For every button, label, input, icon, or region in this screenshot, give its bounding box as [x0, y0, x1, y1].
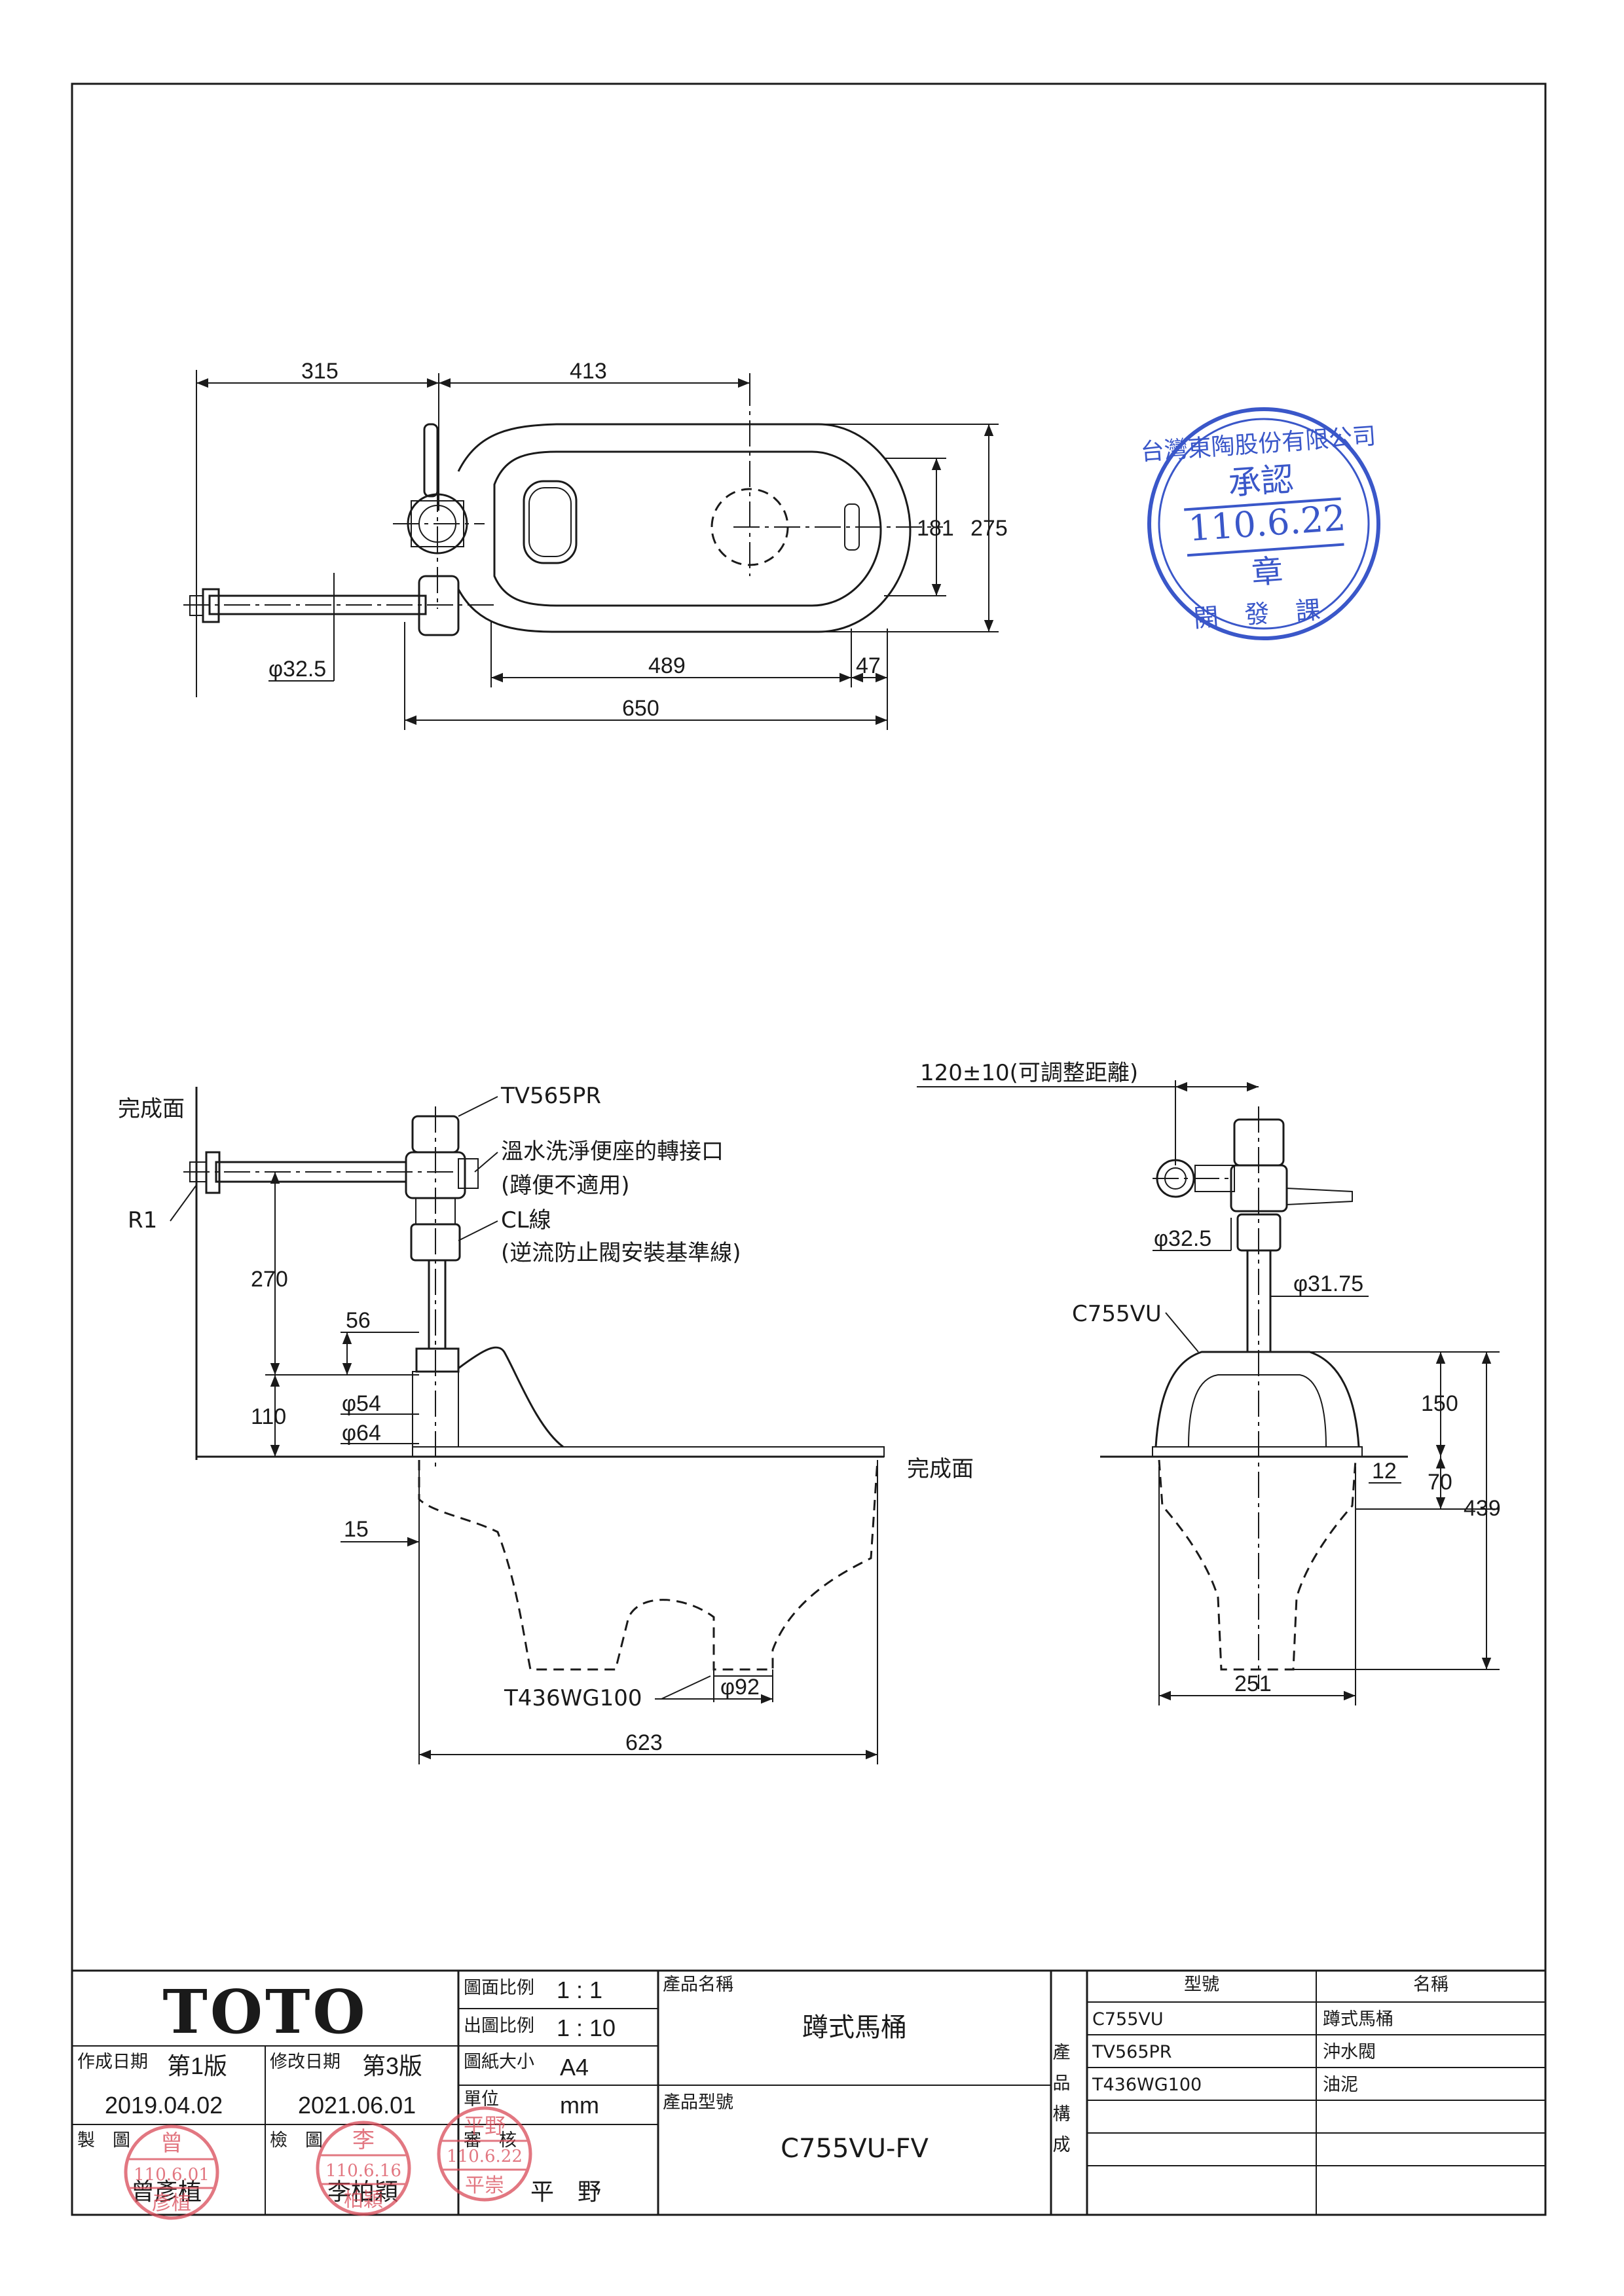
dim-47: 47: [856, 653, 881, 678]
paper-label: 圖紙大小: [464, 2052, 534, 2072]
svg-text:曾: 曾: [160, 2130, 183, 2157]
note-backflow: (逆流防止閥安裝基準線): [501, 1240, 741, 1266]
dim-181: 181: [917, 516, 954, 541]
paper-value: A4: [560, 2054, 589, 2081]
revised-edition: 第3版: [362, 2052, 422, 2079]
stamp-approve: 承認: [1227, 460, 1295, 503]
finish-surface-label: 完成面: [118, 1096, 185, 1122]
toto-logo: TOTO: [162, 1977, 367, 2047]
svg-text:平野: 平野: [464, 2113, 506, 2138]
dim-54: φ54: [342, 1391, 381, 1416]
drawing-frame: [71, 82, 1547, 2216]
unit-value: mm: [560, 2092, 599, 2119]
part-name-3: 油泥: [1323, 2075, 1358, 2095]
drawn-by: 曾彥植: [131, 2178, 202, 2205]
part-model-3: T436WG100: [1092, 2075, 1202, 2095]
col-name-header: 名稱: [1413, 1975, 1449, 1995]
part-name-1: 蹲式馬桶: [1323, 2009, 1393, 2030]
dim-489: 489: [648, 653, 686, 678]
checked-by: 李柏穎: [327, 2178, 398, 2205]
stamp-date: 110.6.22: [1187, 497, 1347, 549]
approved-by: 平 野: [530, 2178, 601, 2205]
svg-text:平崇: 平崇: [465, 2174, 504, 2197]
valve-model-label: TV565PR: [500, 1083, 601, 1109]
created-date: 2019.04.02: [105, 2092, 223, 2119]
stamp-dept: 開發課: [1192, 594, 1348, 633]
created-edition: 第1版: [167, 2052, 227, 2079]
dim-3175: φ31.75: [1293, 1271, 1363, 1296]
dim-110: 110: [251, 1404, 286, 1429]
front-view: 120±10(可調整距離) φ32.5 φ31.75 C755VU 150 70…: [917, 1060, 1501, 1705]
dim-pipe-dia: φ32.5: [268, 657, 326, 682]
svg-text:彥植: 彥植: [152, 2192, 191, 2215]
dim-12: 12: [1372, 1459, 1397, 1484]
approval-stamp: 台灣東陶股份有限公司 承認 110.6.22 章 開發課: [1140, 407, 1380, 640]
dim-15: 15: [344, 1517, 369, 1542]
unit-label: 單位: [464, 2089, 499, 2109]
bowl-model-label: C755VU: [1072, 1301, 1162, 1327]
revised-date: 2021.06.01: [298, 2092, 416, 2119]
col-model-header: 型號: [1184, 1975, 1219, 1995]
stamp-company: 台灣東陶股份有限公司: [1140, 423, 1377, 466]
stamp-approved: 平野 110.6.22 平崇: [437, 2106, 532, 2202]
checked-label: 檢 圖: [270, 2130, 323, 2151]
print-scale-label: 出圖比例: [464, 2016, 534, 2036]
plan-view: 315 413 181 275 φ32.5 489 47 650: [183, 359, 1008, 730]
dim-270: 270: [251, 1267, 288, 1292]
composition-label: 產品構成: [1050, 2043, 1071, 2166]
dim-56: 56: [346, 1308, 371, 1333]
part-name-2: 沖水閥: [1323, 2042, 1376, 2062]
dim-64: φ64: [342, 1421, 381, 1446]
note-cl-line: CL線: [501, 1207, 551, 1233]
dim-315: 315: [301, 359, 339, 384]
dim-275: 275: [970, 516, 1008, 541]
print-scale-value: 1 : 10: [557, 2014, 616, 2041]
dim-623: 623: [625, 1730, 663, 1755]
front-pipe-dia: φ32.5: [1154, 1226, 1211, 1251]
product-model: C755VU-FV: [781, 2134, 929, 2164]
product-name: 蹲式馬桶: [802, 2013, 907, 2043]
drawn-label: 製 圖: [77, 2130, 130, 2151]
dim-92: φ92: [720, 1675, 760, 1700]
product-model-label: 產品型號: [663, 2092, 733, 2113]
dim-70: 70: [1428, 1470, 1452, 1495]
dim-150: 150: [1421, 1391, 1458, 1416]
created-label: 作成日期: [77, 2052, 148, 2072]
svg-text:柏穎: 柏穎: [344, 2189, 383, 2212]
title-block: TOTO 作成日期 第1版 2019.04.02 修改日期 第3版 2021.0…: [71, 1969, 1547, 2220]
adjust-distance-label: 120±10(可調整距離): [920, 1060, 1138, 1086]
note-bidet-adapter: 溫水洗淨便座的轉接口: [501, 1139, 724, 1165]
dim-650: 650: [622, 696, 659, 721]
svg-text:110.6.01: 110.6.01: [134, 2165, 210, 2185]
finish-surface-right-label: 完成面: [907, 1456, 974, 1482]
side-view: 270 110 56 φ54 φ64 15 623 φ92 T436WG100 …: [118, 1083, 974, 1764]
r1-label: R1: [128, 1207, 157, 1233]
svg-text:110.6.16: 110.6.16: [325, 2161, 401, 2181]
stamp-seal: 章: [1250, 553, 1284, 591]
dim-413: 413: [570, 359, 607, 384]
svg-text:110.6.22: 110.6.22: [447, 2147, 523, 2166]
dim-251: 251: [1234, 1671, 1272, 1696]
svg-text:李: 李: [352, 2127, 375, 2153]
note-bidet-na: (蹲便不適用): [501, 1173, 630, 1199]
product-name-label: 產品名稱: [663, 1975, 733, 1995]
dim-439: 439: [1464, 1496, 1501, 1521]
scale-value: 1 : 1: [557, 1977, 602, 2003]
revised-label: 修改日期: [270, 2052, 341, 2072]
putty-model-label: T436WG100: [504, 1685, 642, 1711]
part-model-1: C755VU: [1092, 2009, 1164, 2030]
stamp-checked: 李 110.6.16 柏穎: [316, 2121, 411, 2216]
part-model-2: TV565PR: [1092, 2042, 1172, 2062]
scale-label: 圖面比例: [464, 1978, 534, 1998]
stamp-drawn: 曾 110.6.01 彥植: [124, 2124, 219, 2220]
